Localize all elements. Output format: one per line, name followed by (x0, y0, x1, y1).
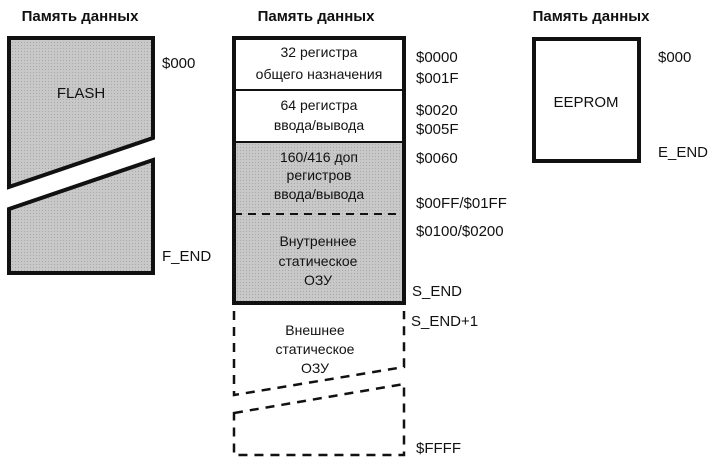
flash-column: Память данных FLASH $000 F_END (7, 8, 211, 275)
seg3-line2: регистров (287, 167, 352, 183)
eeprom-addr-start: $000 (658, 49, 691, 66)
seg5-line2: статическое (276, 341, 355, 357)
seg2-line2: ввода/вывода (274, 117, 364, 133)
flash-block-upper (7, 36, 155, 190)
data-header: Память данных (258, 8, 376, 25)
eeprom-block (532, 37, 641, 163)
eeprom-addr-end: E_END (658, 144, 708, 161)
flash-block-lower (7, 157, 155, 275)
addr-s-end: S_END (412, 283, 462, 300)
seg5-line1: Внешнее (285, 322, 345, 338)
ext-sram-lower-outline (232, 382, 406, 457)
data-column: Память данных 32 регистра общего назначе… (232, 8, 507, 457)
eeprom-column: Память данных EEPROM $000 E_END (532, 8, 708, 163)
addr-0020: $0020 (416, 102, 458, 119)
seg3-line1: 160/416 доп (280, 149, 358, 165)
seg4-line2: статическое (279, 253, 358, 269)
eeprom-label: EEPROM (553, 94, 618, 111)
eeprom-header: Память данных (533, 8, 651, 25)
addr-0060: $0060 (416, 150, 458, 167)
flash-header: Память данных (22, 8, 140, 25)
addr-ffff: $FFFF (416, 440, 461, 457)
addr-005f: $005F (416, 121, 459, 138)
seg5-line3: ОЗУ (301, 360, 329, 376)
addr-0000: $0000 (416, 49, 458, 66)
io-ext-sram-shade (234, 142, 404, 303)
seg1-line2: общего назначения (256, 66, 383, 82)
flash-addr-start: $000 (162, 55, 195, 72)
seg2-line1: 64 регистра (281, 97, 358, 113)
addr-001f: $001F (416, 70, 459, 87)
seg4-line1: Внутреннее (279, 233, 356, 249)
flash-label: FLASH (57, 85, 105, 102)
seg4-line3: ОЗУ (304, 272, 332, 288)
addr-0100-0200: $0100/$0200 (416, 223, 504, 240)
addr-00ff-01ff: $00FF/$01FF (416, 195, 507, 212)
seg3-line3: ввода/вывода (274, 186, 364, 202)
flash-addr-end: F_END (162, 248, 211, 265)
seg1-line1: 32 регистра (281, 44, 358, 60)
data-block-outline (232, 36, 406, 305)
addr-s-end-plus-1: S_END+1 (411, 313, 478, 330)
